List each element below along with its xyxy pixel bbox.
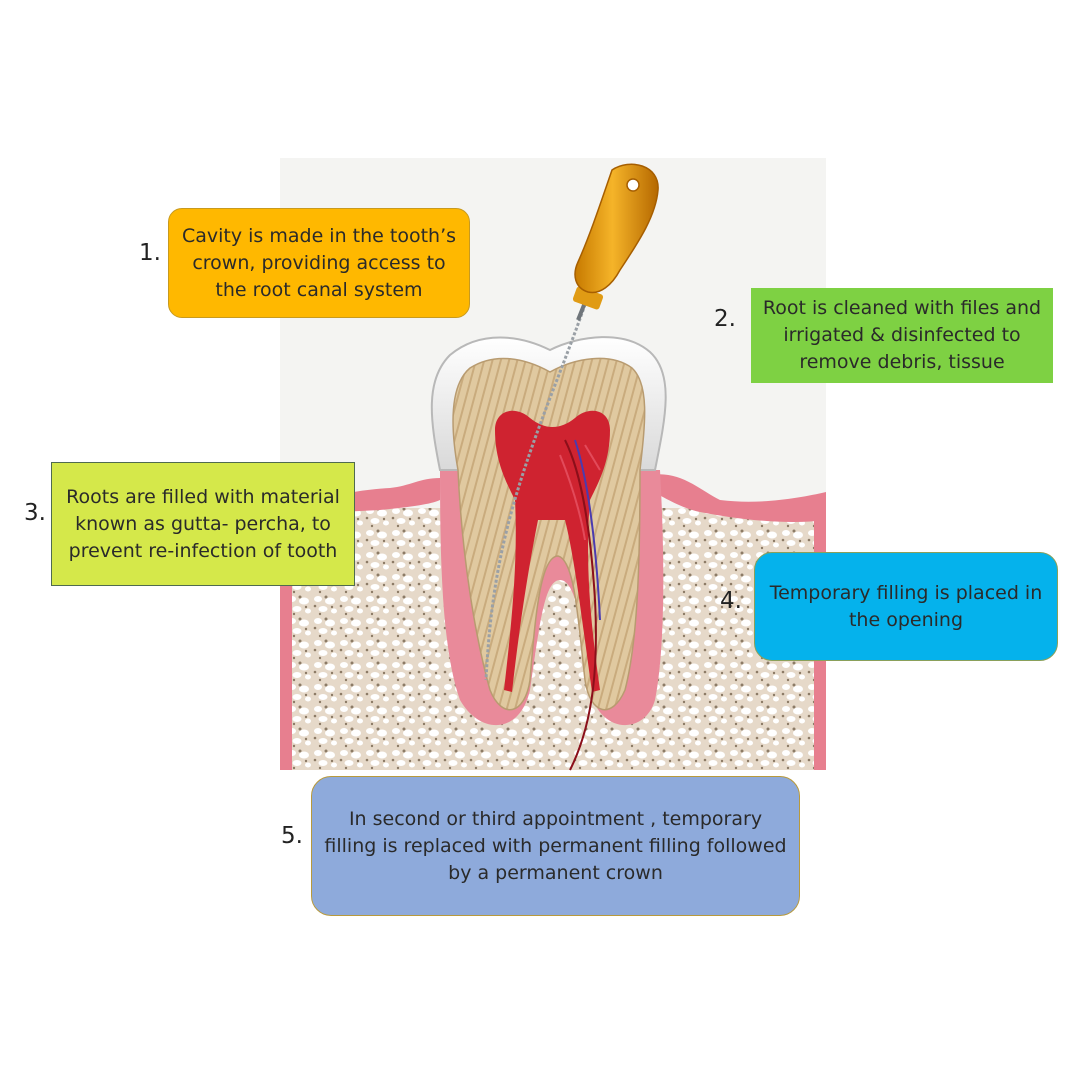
- step-4-box: Temporary filling is placed in the openi…: [754, 552, 1058, 661]
- step-number-4: 4.: [720, 588, 742, 614]
- endodontic-file-icon: [484, 163, 659, 681]
- nerve-icon: [559, 439, 601, 771]
- step-3-box: Roots are filled with material known as …: [51, 462, 355, 586]
- step-2-box: Root is cleaned with files and irrigated…: [751, 288, 1053, 383]
- pulp-icon: [495, 410, 610, 692]
- step-number-2: 2.: [714, 306, 736, 332]
- bone-icon: [280, 508, 826, 770]
- step-number-1: 1.: [139, 240, 161, 266]
- step-number-3: 3.: [24, 500, 46, 526]
- step-1-box: Cavity is made in the tooth’s crown, pro…: [168, 208, 470, 318]
- gum-icon: [280, 474, 826, 523]
- step-5-box: In second or third appointment , tempora…: [311, 776, 800, 916]
- step-number-5: 5.: [281, 823, 303, 849]
